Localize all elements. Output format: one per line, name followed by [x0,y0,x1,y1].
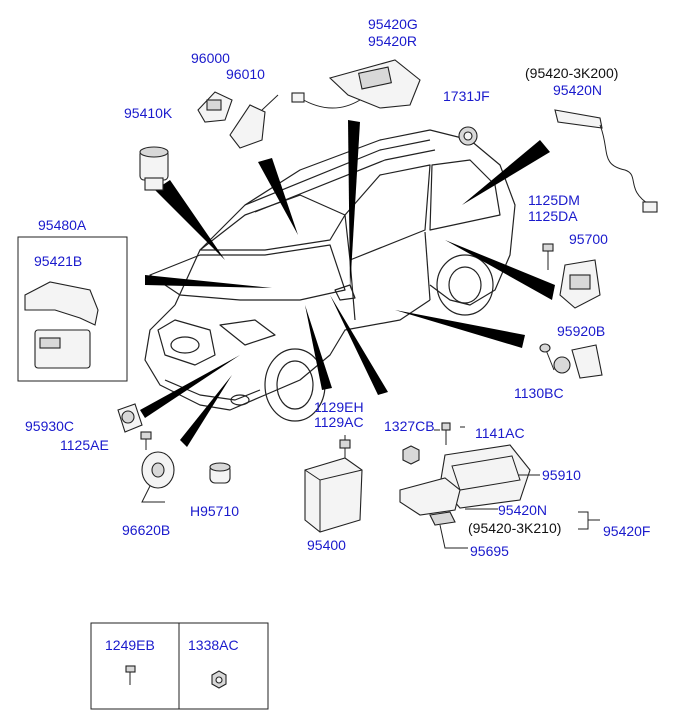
label-95420g: 95420G [368,16,418,32]
label-95420-3k210: (95420-3K210) [468,520,561,536]
vehicle-illustration [144,129,516,422]
label-1130bc: 1130BC [514,385,564,401]
part-1130bc-bolt [539,343,555,371]
label-95910: 95910 [542,467,581,483]
label-95420-3k200: (95420-3K200) [525,65,618,81]
label-96000: 96000 [191,50,230,66]
part-1129eh-bolt [339,439,351,460]
label-96620b: 96620B [122,522,170,538]
label-95480a: 95480A [38,217,87,233]
part-h95710-buzzer [209,462,231,484]
part-1731jf-grommet [458,126,478,146]
label-1125ae: 1125AE [60,437,109,453]
label-95420n-top: 95420N [553,82,602,98]
label-1129eh: 1129EH [314,399,364,415]
part-95410k-switch [139,146,169,191]
part-95920b-sensor [553,344,603,379]
label-95420n-bottom: 95420N [498,502,547,518]
part-1125dm-bolt [542,243,554,270]
label-1731jf: 1731JF [443,88,490,104]
label-95420f: 95420F [603,523,650,539]
label-1141ac: 1141AC [475,425,525,441]
label-1129ac: 1129AC [314,414,364,430]
part-1141ac-bolt [441,422,451,445]
part-95400-unit [304,457,363,533]
label-1327cb: 1327CB [384,418,435,434]
label-1338ac: 1338AC [188,637,239,653]
label-1125dm: 1125DM [528,192,580,208]
label-95930c: 95930C [25,418,74,434]
part-labels: 95420G 95420R 96000 96010 95410K (95420-… [25,16,650,653]
part-95930c-sensor [117,403,143,433]
part-95480a-group [17,236,128,382]
label-95700: 95700 [569,231,608,247]
label-95420r: 95420R [368,33,417,49]
fastener-legend-box [90,622,269,710]
leader-wedges [140,120,555,447]
label-95421b: 95421B [34,253,82,269]
label-h95710: H95710 [190,503,239,519]
label-1249eb: 1249EB [105,637,155,653]
part-95420g-module [291,59,421,109]
label-95400: 95400 [307,537,346,553]
part-95700-module [559,259,601,309]
part-1327cb-nut [402,445,420,465]
part-96000-remote [197,91,233,123]
callout-lines [344,426,600,549]
label-96010: 96010 [226,66,265,82]
label-1125da: 1125DA [528,208,578,224]
part-95420n-bracket [399,477,461,526]
label-95920b: 95920B [557,323,605,339]
label-95695: 95695 [470,543,509,559]
part-96010-key [229,94,279,149]
label-95410k: 95410K [124,105,173,121]
part-1125ae-bolt [140,431,152,450]
part-96620b-horn [141,451,175,503]
part-95420n-top-sensor [554,109,658,213]
